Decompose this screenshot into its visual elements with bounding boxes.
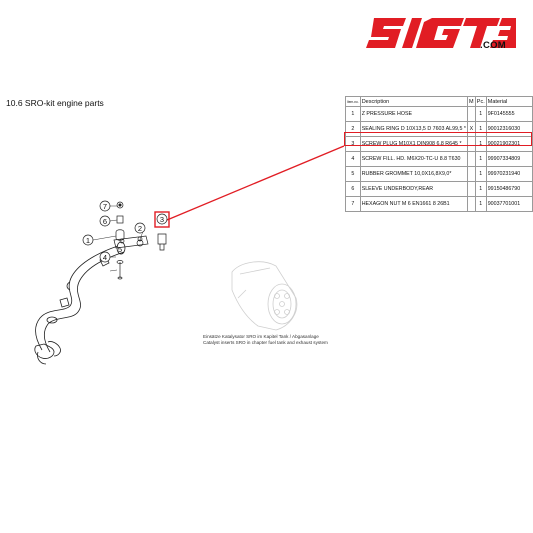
header-pcs: Pc.	[474, 96, 487, 107]
cell-m	[466, 196, 476, 212]
callout-1: 1	[86, 236, 90, 245]
callout-bubbles	[82, 200, 168, 263]
table-row[interactable]: 7 HEXAGON NUT M 6 EN1661 8 26B1 1 900377…	[345, 196, 533, 212]
table-row[interactable]: 5 RUBBER GROMMET 10,0X16,8X9,0* 1 999702…	[345, 166, 533, 182]
cell-material: 9F0145555	[485, 106, 533, 122]
cell-item: 6	[345, 181, 361, 197]
header-description: Description	[359, 96, 468, 107]
small-parts	[115, 201, 167, 280]
callout-2: 2	[138, 224, 142, 233]
cell-pcs: 1	[474, 181, 487, 197]
highlight-connector-line	[166, 145, 345, 221]
callout-6: 6	[103, 217, 107, 226]
table-row[interactable]: 2 SEALING RING D 10X13,5 D 7603 AL99,5 *…	[345, 121, 533, 137]
cell-item: 7	[345, 196, 361, 212]
cell-pcs: 1	[474, 166, 487, 182]
section-title: 10.6 SRO-kit engine parts	[6, 98, 104, 108]
header-material: Material	[485, 96, 533, 107]
cell-material: 99907334809	[485, 151, 533, 167]
cell-m	[466, 166, 476, 182]
parts-table: Item-no. Description M Pc. Material 1 Z …	[345, 96, 533, 212]
cell-pcs: 1	[474, 151, 487, 167]
table-row[interactable]: 6 SLEEVE UNDERBODY,REAR 1 99150486790	[345, 181, 533, 197]
logo-domain: .COM	[480, 40, 507, 51]
cell-description: RUBBER GROMMET 10,0X16,8X9,0*	[359, 166, 468, 182]
caption-german: Einsätze Katalysator SRO im Kapitel Tank…	[203, 334, 319, 339]
table-header-row: Item-no. Description M Pc. Material	[345, 96, 533, 107]
cell-pcs: 1	[474, 196, 487, 212]
cell-m	[466, 181, 476, 197]
bracket-drawing	[113, 235, 149, 249]
callout-7: 7	[103, 202, 107, 211]
cell-pcs: 1	[474, 106, 487, 122]
highlighted-row-frame	[344, 132, 532, 146]
cell-m	[466, 106, 476, 122]
sigt3-logo	[366, 18, 516, 48]
cell-m	[466, 151, 476, 167]
cell-description: HEXAGON NUT M 6 EN1661 8 26B1	[359, 196, 468, 212]
cell-material: 99150486790	[485, 181, 533, 197]
cell-description: SCREW FILL. HD. M6X20-TC-U 8.8 T630	[359, 151, 468, 167]
table-row-highlighted[interactable]: 3 SCREW PLUG M10X1 DIN908 6.8 R645 * 1 9…	[345, 136, 533, 152]
pressure-hose-drawing	[34, 241, 126, 365]
diagram-caption: Einsätze Katalysator SRO im Kapitel Tank…	[203, 334, 328, 346]
cell-description: SLEEVE UNDERBODY,REAR	[359, 181, 468, 197]
cell-item: 1	[345, 106, 361, 122]
cell-material: 90037701001	[485, 196, 533, 212]
cell-item: 4	[345, 151, 361, 167]
cell-description: Z PRESSURE HOSE	[359, 106, 468, 122]
cell-item: 5	[345, 166, 361, 182]
callout-4: 4	[103, 253, 107, 262]
header-m: M	[466, 96, 476, 107]
callout-3: 3	[160, 215, 164, 224]
callout-5: 5	[118, 245, 122, 254]
header-item: Item-no.	[345, 96, 361, 107]
caption-english: Catalyst inserts SRO in chapter fuel tan…	[203, 340, 328, 345]
catalyst-ghost-drawing	[231, 261, 298, 331]
table-row[interactable]: 1 Z PRESSURE HOSE 1 9F0145555	[345, 106, 533, 122]
cell-material: 99970231940	[485, 166, 533, 182]
table-row[interactable]: 4 SCREW FILL. HD. M6X20-TC-U 8.8 T630 1 …	[345, 151, 533, 167]
callout-3-highlight-box	[154, 211, 170, 228]
